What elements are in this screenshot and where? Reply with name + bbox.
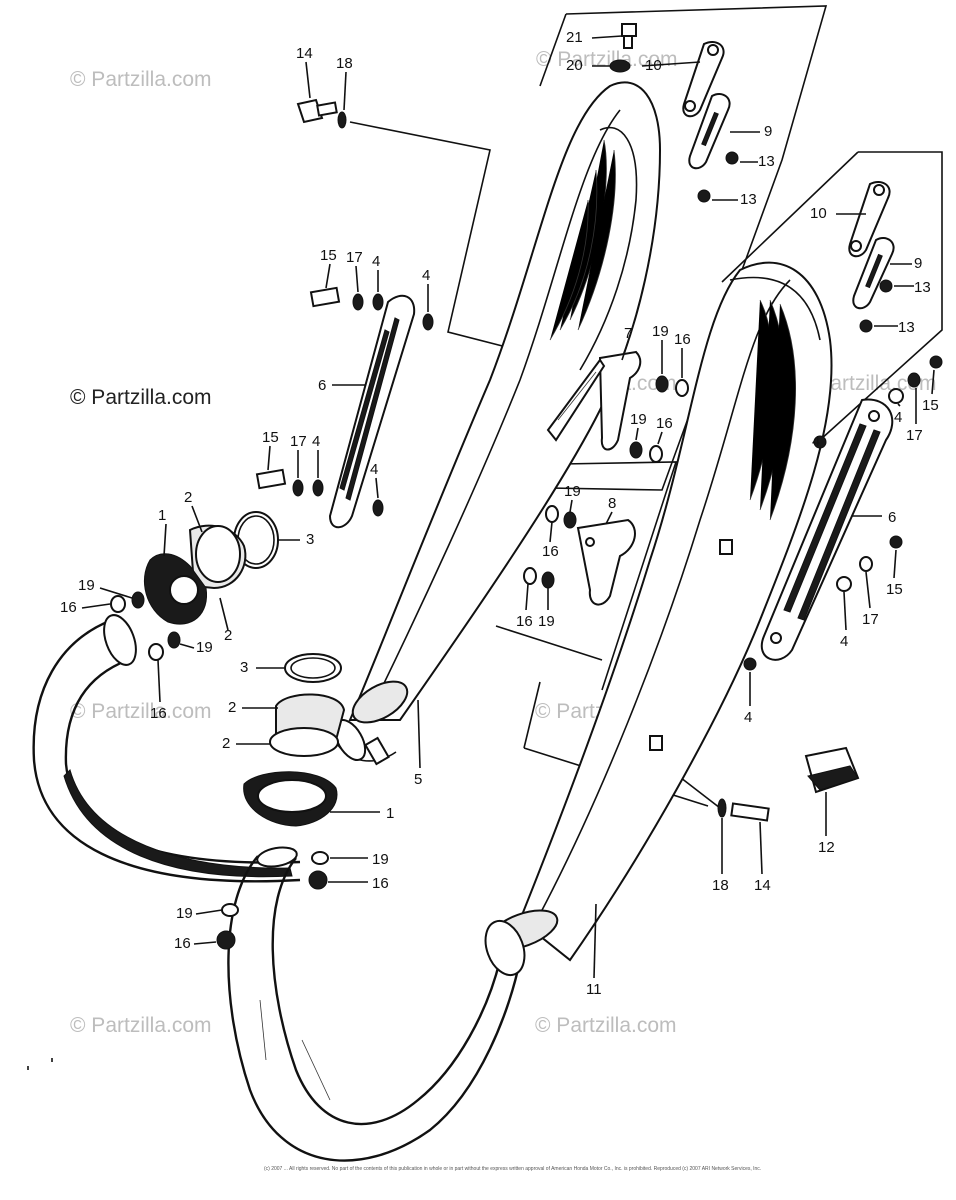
callout-8: 8 (608, 495, 616, 512)
callout-19-b: 19 (630, 411, 647, 428)
callout-9-upper: 9 (764, 123, 772, 140)
muffler-left (329, 81, 662, 766)
watermark-mid-left: © Partzilla.com (70, 386, 212, 409)
callout-10-upper: 10 (645, 57, 662, 74)
exhaust-joint-upper (143, 511, 279, 625)
bracket-set-upper-left (682, 40, 731, 170)
callout-4-lower-b: 4 (370, 461, 378, 478)
callout-4-right-d: 4 (744, 709, 752, 726)
exhaust-pipe-main (227, 846, 522, 1162)
callout-19-a: 19 (652, 323, 669, 340)
callout-7: 7 (624, 325, 632, 342)
callout-6-right: 6 (888, 509, 896, 526)
callout-17-lower: 17 (290, 433, 307, 450)
callout-1-lower: 1 (386, 805, 394, 822)
callout-2-lower-a: 2 (228, 699, 236, 716)
watermark-lower-left: © Partzilla.com (70, 700, 212, 723)
callout-5: 5 (414, 771, 422, 788)
callout-14-upper: 14 (296, 45, 313, 62)
callout-16-a: 16 (674, 331, 691, 348)
callout-19-f: 19 (538, 613, 555, 630)
callout-2-mid: 2 (224, 627, 232, 644)
callout-19-g: 19 (372, 851, 389, 868)
callout-19-c: 19 (78, 577, 95, 594)
callout-12: 12 (818, 839, 835, 856)
hardware-items (110, 23, 943, 950)
exhaust-joint-lower (243, 653, 346, 827)
callout-13-b: 13 (740, 191, 757, 208)
callout-16-g: 16 (372, 875, 389, 892)
callout-13-d: 13 (898, 319, 915, 336)
watermark-top-left: © Partzilla.com (70, 68, 212, 91)
watermark-bottom-center: © Partzilla.com (535, 1014, 677, 1037)
callout-18-lower: 18 (712, 877, 729, 894)
callout-15-lower: 15 (262, 429, 279, 446)
callout-19-d: 19 (196, 639, 213, 656)
callout-3-lower: 3 (240, 659, 248, 676)
watermark-bottom-left: © Partzilla.com (70, 1014, 212, 1037)
callout-17-right-b: 17 (862, 611, 879, 628)
callout-4-upper-a: 4 (372, 253, 380, 270)
assembly-frame-lines (349, 5, 943, 809)
callout-16-e: 16 (542, 543, 559, 560)
callout-4-lower-a: 4 (312, 433, 320, 450)
callout-17-upper: 17 (346, 249, 363, 266)
callout-2-upper: 2 (184, 489, 192, 506)
callout-13-c: 13 (914, 279, 931, 296)
callout-16-c: 16 (60, 599, 77, 616)
bracket-set-upper-right (848, 180, 895, 310)
callout-9-right: 9 (914, 255, 922, 272)
callout-16-h: 16 (174, 935, 191, 952)
callout-16-b: 16 (656, 415, 673, 432)
muffler-right (484, 261, 833, 977)
callout-20: 20 (566, 57, 583, 74)
callout-1-upper: 1 (158, 507, 166, 524)
copyright-footer: (c) 2007 ... All rights reserved. No par… (264, 1166, 761, 1172)
heat-shield-left (328, 294, 416, 529)
callout-21: 21 (566, 29, 583, 46)
callout-16-f: 16 (516, 613, 533, 630)
callout-4-right-c: 4 (840, 633, 848, 650)
callout-15-right-a: 15 (922, 397, 939, 414)
callout-10-right: 10 (810, 205, 827, 222)
callout-15-upper: 15 (320, 247, 337, 264)
callout-4-upper-b: 4 (422, 267, 430, 284)
callout-17-right-a: 17 (906, 427, 923, 444)
callout-16-d: 16 (150, 705, 167, 722)
callout-19-e: 19 (564, 483, 581, 500)
callout-18-upper: 18 (336, 55, 353, 72)
muffler-bracket-7 (546, 350, 642, 451)
callout-19-h: 19 (176, 905, 193, 922)
callout-labels: 21 20 10 9 13 13 14 18 10 9 13 13 15 17 … (60, 29, 939, 998)
callout-13-a: 13 (758, 153, 775, 170)
callout-4-right-b: 4 (812, 433, 820, 450)
callout-11: 11 (586, 981, 602, 998)
callout-14-lower: 14 (754, 877, 771, 894)
callout-2-lower-b: 2 (222, 735, 230, 752)
callout-3-upper: 3 (306, 531, 314, 548)
callout-4-right-a: 4 (894, 409, 902, 426)
callout-6-left: 6 (318, 377, 326, 394)
exhaust-pipe-left (32, 614, 301, 883)
muffler-bracket-8 (576, 518, 636, 606)
callout-15-right-b: 15 (886, 581, 903, 598)
heat-shield-right (760, 398, 894, 661)
